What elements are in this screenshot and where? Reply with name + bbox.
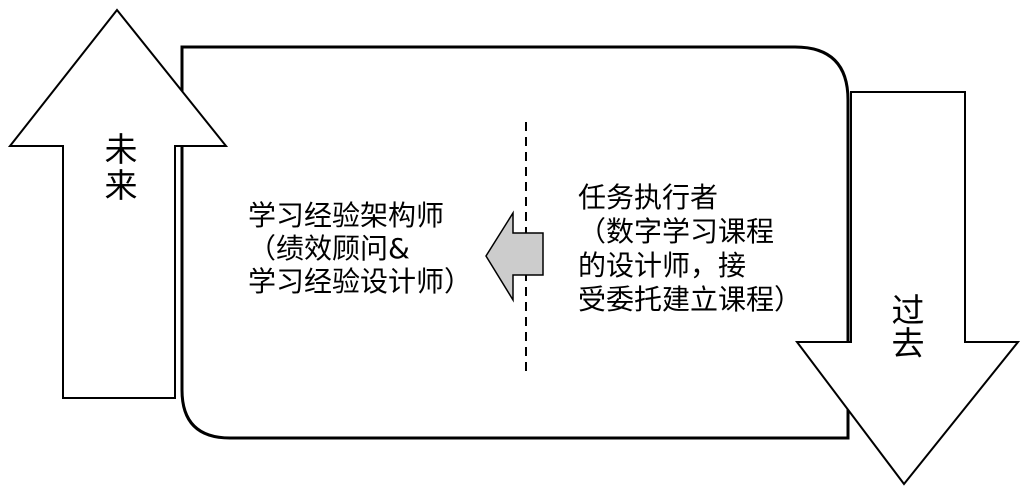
future-up-arrow [7,8,229,399]
left-role-line-2: （绩效顾问& [248,232,410,265]
past-label-char-2: 去 [892,324,925,363]
future-label-char-1: 未 [105,130,138,169]
right-role-line-3: 的设计师，接 [578,249,746,282]
right-role-line-2: （数字学习课程 [578,215,774,248]
past-down-arrow [794,91,1021,486]
left-role-line-3: 学习经验设计师） [248,265,472,298]
right-role-line-1: 任务执行者 [578,181,718,214]
past-label-char-1: 过 [892,291,925,330]
transition-left-arrow [485,210,544,303]
future-label-char-2: 来 [105,166,138,205]
right-role-line-4: 受委托建立课程） [578,283,802,316]
left-role-line-1: 学习经验架构师 [248,199,444,232]
